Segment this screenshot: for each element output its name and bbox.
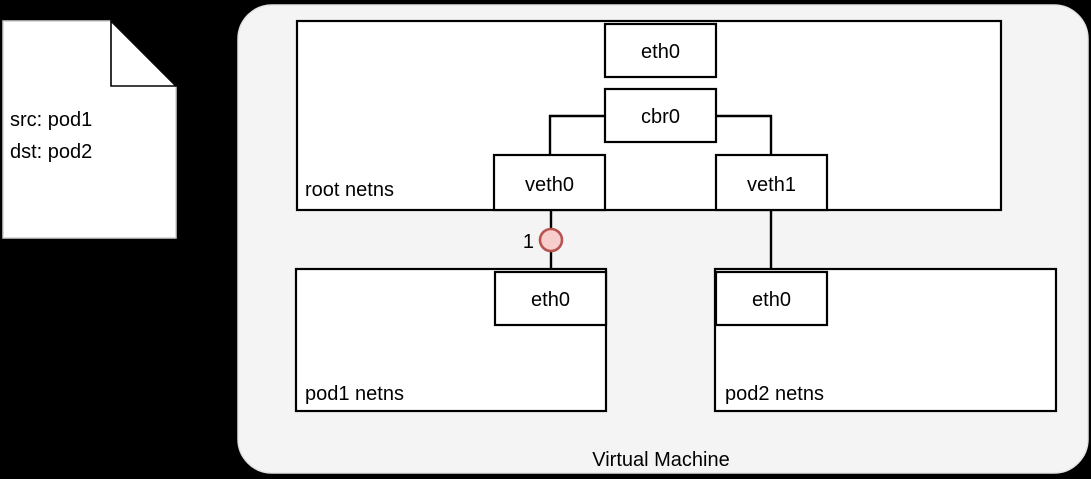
- root-cbr0-box[interactable]: [603, 87, 718, 144]
- root-cbr0-label: cbr0: [641, 106, 680, 128]
- root-veth1-label: veth1: [747, 174, 796, 196]
- pod2-eth0-label: eth0: [752, 289, 791, 311]
- virtual-machine-title: Virtual Machine: [592, 449, 729, 471]
- root-veth0-label: veth0: [525, 174, 574, 196]
- link-cbr0-veth0: [548, 114, 605, 155]
- pod2-netns-label: pod2 netns: [725, 383, 824, 405]
- step-1-label: 1: [523, 231, 534, 253]
- root-veth0-box[interactable]: [492, 153, 607, 212]
- step-1-marker-icon[interactable]: [538, 227, 564, 253]
- pod2-eth0-box[interactable]: [714, 270, 829, 327]
- packet-note-src-label: src: pod1: [10, 109, 92, 131]
- pod1-eth0-label: eth0: [531, 289, 570, 311]
- root-netns-label: root netns: [305, 179, 394, 201]
- link-cbr0-veth1: [716, 114, 773, 155]
- pod1-eth0-box[interactable]: [493, 270, 608, 327]
- root-eth0-box[interactable]: [603, 22, 718, 79]
- root-veth1-box[interactable]: [714, 153, 829, 212]
- root-eth0-label: eth0: [641, 41, 680, 63]
- pod1-netns-label: pod1 netns: [305, 383, 404, 405]
- packet-note-fold-icon: [110, 19, 178, 87]
- packet-note-dst-label: dst: pod2: [10, 141, 92, 163]
